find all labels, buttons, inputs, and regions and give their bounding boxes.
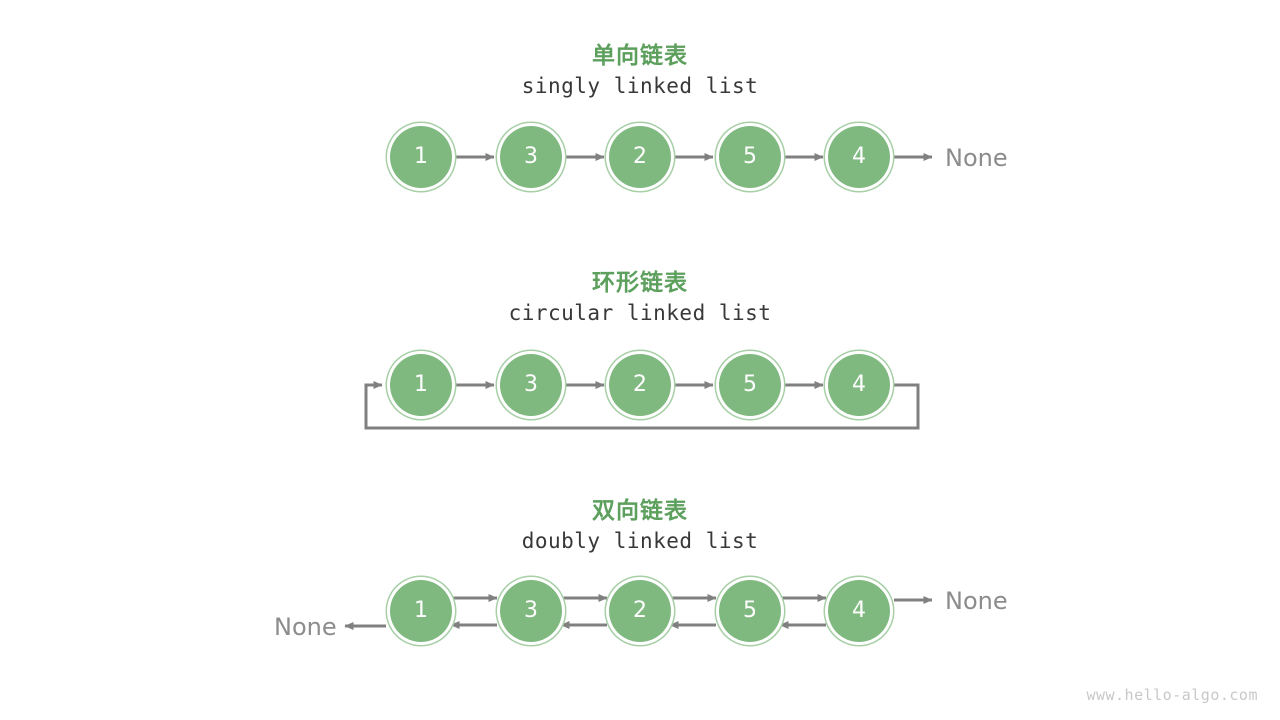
node-value: 1: [414, 372, 428, 397]
node-value: 2: [633, 598, 647, 623]
list-node[interactable]: 3: [500, 126, 562, 188]
list-node[interactable]: 2: [609, 354, 671, 416]
node-value: 4: [852, 144, 866, 169]
section-subtitle-doubly: doubly linked list: [521, 529, 759, 553]
section-title-singly: 单向链表: [592, 43, 688, 69]
tail-none-label-singly: None: [945, 144, 1008, 172]
watermark: www.hello-algo.com: [1086, 686, 1258, 704]
node-value: 1: [414, 598, 428, 623]
node-value: 4: [852, 598, 866, 623]
section-subtitle-circular: circular linked list: [508, 301, 772, 325]
list-node[interactable]: 5: [719, 354, 781, 416]
node-value: 1: [414, 144, 428, 169]
node-value: 2: [633, 144, 647, 169]
node-value: 2: [633, 372, 647, 397]
node-value: 3: [524, 372, 538, 397]
section-title-circular: 环形链表: [592, 270, 688, 296]
node-value: 3: [524, 598, 538, 623]
list-node[interactable]: 1: [390, 126, 452, 188]
node-value: 5: [743, 144, 757, 169]
list-node[interactable]: 4: [828, 580, 890, 642]
section-subtitle-singly: singly linked list: [521, 74, 759, 98]
list-node[interactable]: 4: [828, 354, 890, 416]
tail-none-label-doubly: None: [945, 587, 1008, 615]
list-node[interactable]: 2: [609, 580, 671, 642]
node-value: 3: [524, 144, 538, 169]
list-node[interactable]: 1: [390, 580, 452, 642]
list-node[interactable]: 5: [719, 126, 781, 188]
list-node[interactable]: 1: [390, 354, 452, 416]
node-value: 5: [743, 598, 757, 623]
section-title-doubly: 双向链表: [592, 498, 688, 524]
list-node[interactable]: 3: [500, 580, 562, 642]
node-value: 5: [743, 372, 757, 397]
list-node[interactable]: 4: [828, 126, 890, 188]
list-node[interactable]: 3: [500, 354, 562, 416]
node-value: 4: [852, 372, 866, 397]
list-node[interactable]: 2: [609, 126, 671, 188]
list-node[interactable]: 5: [719, 580, 781, 642]
head-none-label-doubly: None: [274, 613, 337, 641]
